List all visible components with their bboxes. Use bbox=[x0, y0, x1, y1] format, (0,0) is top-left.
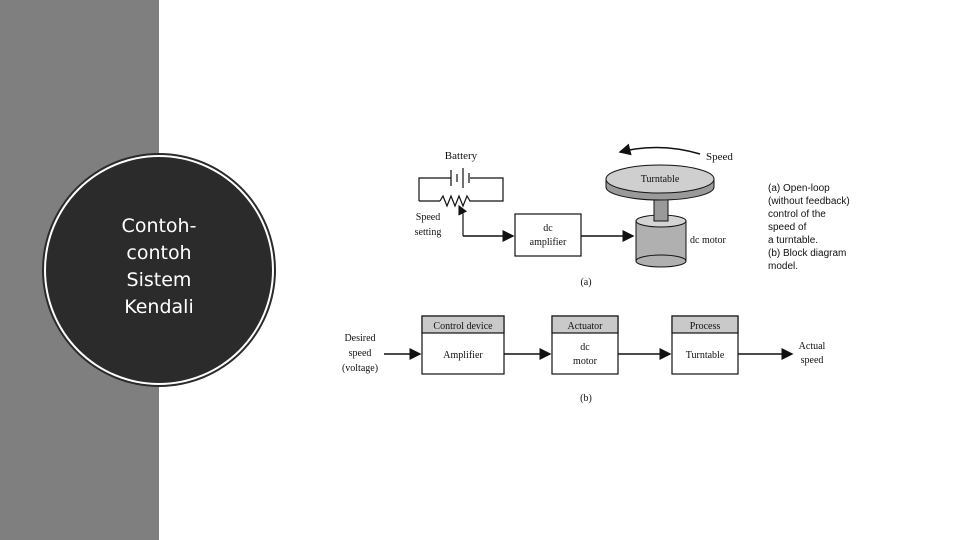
battery-circuit bbox=[418, 168, 504, 202]
control-device-title: Control device bbox=[433, 321, 493, 332]
speed-label: Speed bbox=[706, 151, 733, 163]
input-label: (voltage) bbox=[342, 363, 378, 374]
turntable-label: Turntable bbox=[641, 174, 680, 185]
caption-line: (b) Block diagram bbox=[768, 248, 846, 259]
title-line: Contoh- bbox=[121, 215, 197, 237]
rotation-arrow bbox=[618, 143, 701, 156]
actuator-header bbox=[551, 315, 619, 334]
title-line: Sistem bbox=[126, 269, 192, 291]
figure-a-label: (a) bbox=[580, 277, 591, 288]
caption-line: control of the bbox=[768, 209, 826, 220]
caption-line: a turntable. bbox=[768, 235, 818, 246]
caption-line: speed of bbox=[768, 222, 807, 233]
figure-b-label: (b) bbox=[580, 393, 592, 404]
actuator-body: motor bbox=[573, 356, 598, 367]
amplifier-label: amplifier bbox=[530, 237, 567, 248]
slide-title: Contoh- contoh Sistem Kendali bbox=[46, 213, 272, 321]
battery-label: Battery bbox=[445, 150, 478, 162]
control-device-body: Amplifier bbox=[443, 350, 483, 361]
input-label: Desired bbox=[344, 333, 375, 344]
caption-line: (without feedback) bbox=[768, 196, 850, 207]
title-line: contoh bbox=[126, 242, 192, 264]
speed-setting-label: setting bbox=[415, 227, 442, 238]
motor-shaft bbox=[653, 198, 669, 222]
process-title: Process bbox=[690, 321, 721, 332]
title-circle: Contoh- contoh Sistem Kendali bbox=[46, 157, 272, 383]
caption-line: (a) Open-loop bbox=[768, 183, 830, 194]
amplifier-label: dc bbox=[543, 223, 553, 234]
dc-motor-icon bbox=[635, 214, 687, 268]
actuator-title: Actuator bbox=[568, 321, 604, 332]
control-device-header bbox=[421, 315, 505, 334]
output-label: speed bbox=[801, 355, 824, 366]
process-header bbox=[671, 315, 739, 334]
potentiometer-icon bbox=[439, 194, 472, 208]
wiper-arrow bbox=[458, 204, 468, 236]
title-line: Kendali bbox=[124, 296, 194, 318]
input-label: speed bbox=[349, 348, 372, 359]
dc-amplifier-box bbox=[514, 213, 582, 257]
process-body: Turntable bbox=[686, 350, 725, 361]
caption-line: model. bbox=[768, 261, 798, 272]
output-label: Actual bbox=[799, 341, 826, 352]
actuator-body: dc bbox=[580, 342, 590, 353]
speed-setting-label: Speed bbox=[416, 212, 440, 223]
figure-caption: (a) Open-loop (without feedback) control… bbox=[768, 183, 850, 272]
motor-label: dc motor bbox=[690, 235, 726, 246]
turntable-icon bbox=[605, 164, 715, 201]
